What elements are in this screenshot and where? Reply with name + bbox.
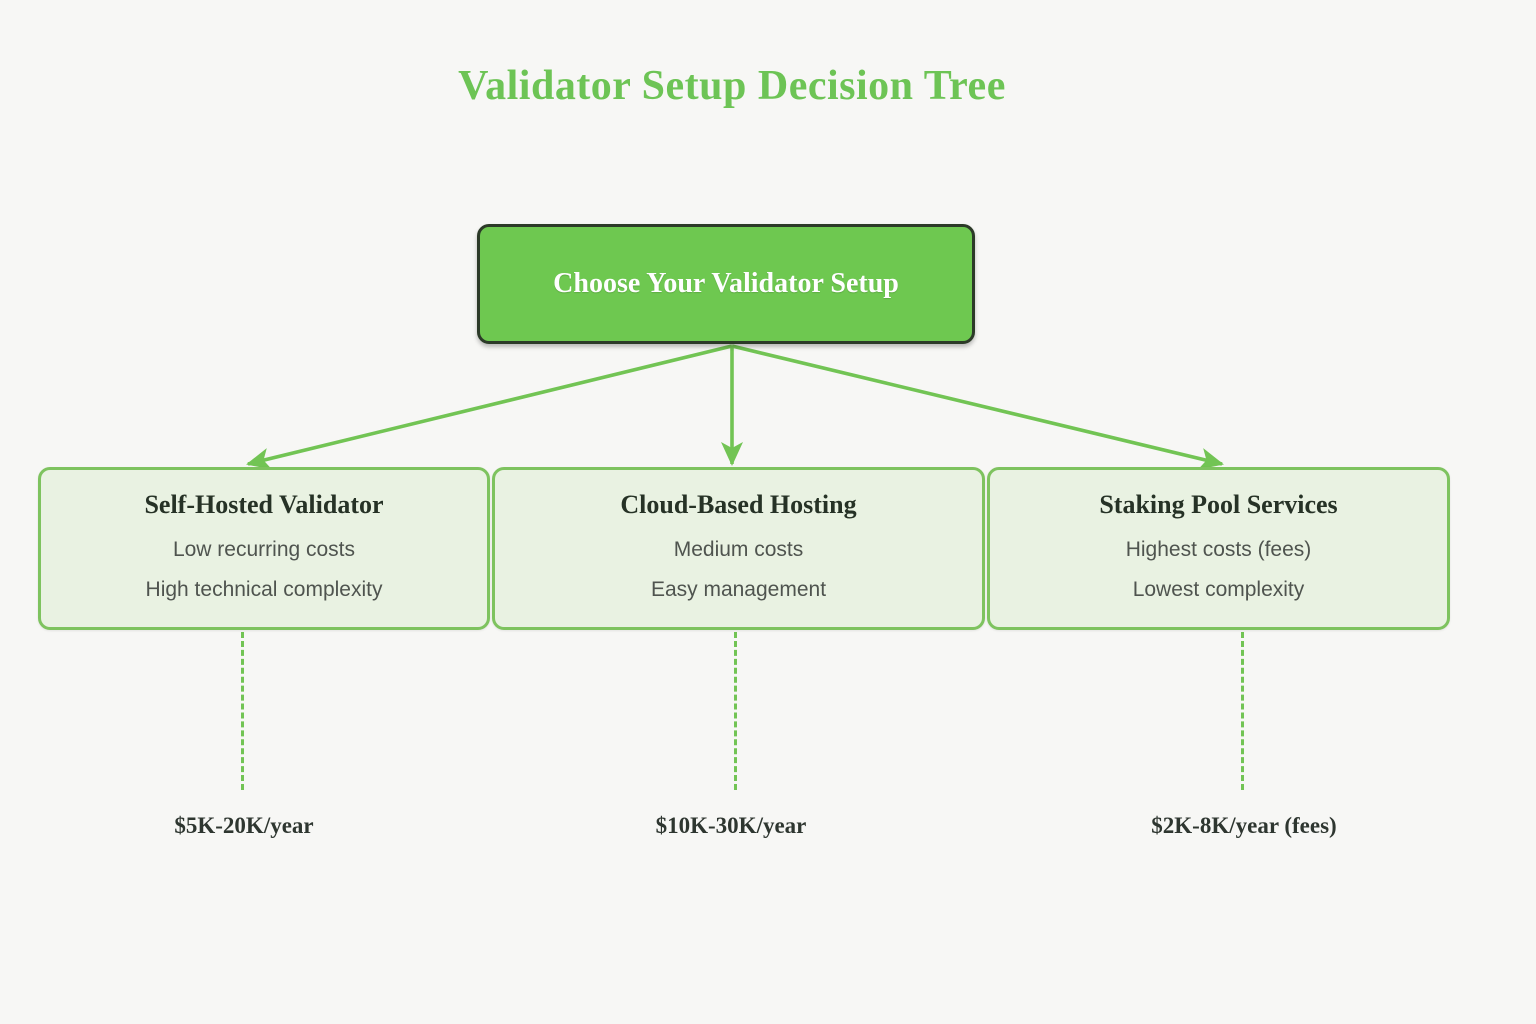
dashed-connector-self-hosted: [241, 632, 244, 790]
option-detail-line: Lowest complexity: [1132, 578, 1305, 601]
cost-label-self-hosted: $5K-20K/year: [174, 813, 314, 838]
option-node-cloud-hosting: Cloud-Based Hosting Medium costs Easy ma…: [492, 467, 985, 630]
root-node-choose-setup: Choose Your Validator Setup: [477, 224, 975, 344]
option-detail-line: High technical complexity: [145, 578, 383, 601]
option-detail-line: Medium costs: [673, 538, 804, 561]
option-title: Staking Pool Services: [1099, 490, 1338, 519]
option-detail-line: Easy management: [650, 578, 827, 601]
option-node-self-hosted: Self-Hosted Validator Low recurring cost…: [38, 467, 490, 630]
option-title: Cloud-Based Hosting: [620, 490, 857, 519]
option-detail-line: Highest costs (fees): [1125, 538, 1312, 561]
dashed-connector-staking-pool: [1241, 632, 1244, 790]
dashed-connector-cloud-hosting: [734, 632, 737, 790]
option-node-staking-pool: Staking Pool Services Highest costs (fee…: [987, 467, 1450, 630]
edge-root-to-staking-pool: [731, 344, 1224, 470]
cost-label-cloud-hosting: $10K-30K/year: [655, 813, 807, 838]
root-node-label: Choose Your Validator Setup: [553, 268, 899, 299]
page-title: Validator Setup Decision Tree: [458, 63, 1006, 109]
edge-root-to-self-hosted: [246, 344, 733, 470]
cost-label-staking-pool: $2K-8K/year (fees): [1151, 813, 1337, 838]
option-title: Self-Hosted Validator: [144, 490, 384, 519]
option-detail-line: Low recurring costs: [172, 538, 356, 561]
